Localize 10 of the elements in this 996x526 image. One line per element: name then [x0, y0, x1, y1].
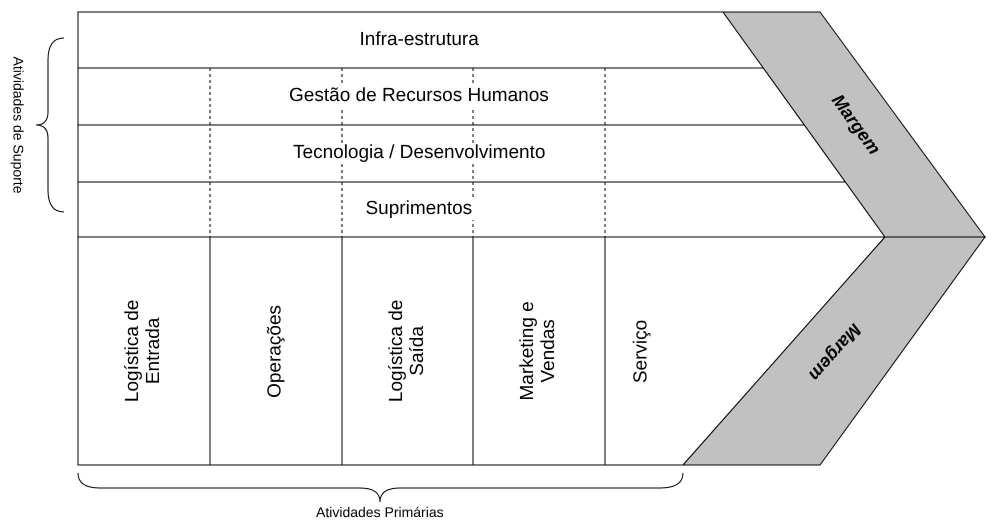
activity-label: Suprimentos [364, 199, 474, 220]
activity-label: Gestão de Recursos Humanos [287, 86, 551, 107]
activity-label: Tecnologia / Desenvolvimento [291, 143, 548, 164]
activity-label: Marketing e Vendas [518, 300, 560, 403]
activity-label: Serviço [632, 318, 652, 385]
activity-label: Operações [266, 303, 286, 400]
activity-label: Logística de Saída [386, 298, 428, 404]
brace-label: Atividades Primárias [316, 504, 444, 520]
brace-label: Atividades de Suporte [10, 56, 26, 194]
activity-label: Logística de Entrada [123, 298, 165, 404]
